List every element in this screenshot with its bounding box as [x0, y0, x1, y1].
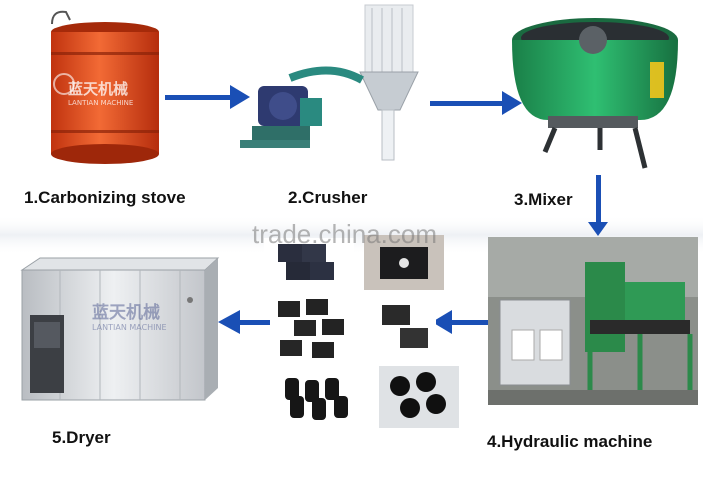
step-label-crusher: 2.Crusher: [288, 188, 368, 207]
mixer-image: [512, 18, 678, 169]
arrow-hydraulic-to-briquettes: [432, 310, 488, 334]
brand-cn-dryer: 蓝天机械: [92, 303, 160, 323]
brand-cn-stove: 蓝天机械: [68, 80, 129, 98]
dryer-image: [20, 257, 220, 401]
crusher-image: [240, 4, 419, 161]
brand-logo-dryer: 蓝天机械 LANTIAN MACHINE: [92, 298, 167, 332]
arrow-stove-to-crusher: [165, 85, 250, 109]
brand-en-stove: LANTIAN MACHINE: [68, 99, 134, 107]
hydraulic-machine-image: [488, 237, 698, 405]
arrow-mixer-to-hydraulic: [588, 175, 608, 236]
arrow-crusher-to-mixer: [430, 91, 522, 115]
briquette-samples-image: [264, 235, 459, 428]
flow-arrows: [165, 85, 608, 334]
step-label-hydraulic-machine: 4.Hydraulic machine: [487, 432, 653, 451]
watermark-text: trade.china.com: [252, 219, 437, 249]
brand-en-dryer: LANTIAN MACHINE: [92, 323, 167, 332]
step-label-mixer: 3.Mixer: [514, 190, 573, 209]
step-label-carbonizing-stove: 1.Carbonizing stove: [24, 188, 186, 207]
step-label-dryer: 5.Dryer: [52, 428, 111, 447]
carbonizing-stove-image: [51, 10, 159, 164]
brand-logo-stove: 蓝天机械 LANTIAN MACHINE: [68, 78, 133, 107]
arrow-briquettes-to-dryer: [218, 310, 272, 334]
